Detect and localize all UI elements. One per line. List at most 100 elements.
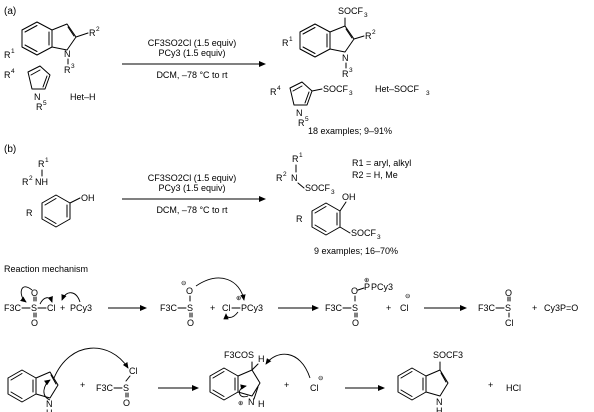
svg-text:R: R [365,31,372,41]
svg-text:3: 3 [426,90,430,97]
svg-text:1: 1 [289,36,293,43]
sulfinamide-product: R 1 R 2 N SOCF 3 [276,152,335,196]
svg-text:R: R [89,28,96,38]
svg-text:SOCF3: SOCF3 [433,350,463,360]
svg-text:SOCF: SOCF [351,228,377,238]
svg-text:1: 1 [45,157,49,164]
r1-definition: R1 = aryl, alkyl [352,158,411,168]
svg-text:2: 2 [29,175,33,182]
svg-text:+: + [60,303,65,313]
svg-text:O: O [505,288,512,298]
svg-text:3: 3 [349,67,353,74]
svg-text:F3C: F3C [96,383,114,393]
het-socf3-label: Het–SOCF [375,84,420,94]
svg-text:SOCF: SOCF [338,6,364,16]
reagent-a-2: PCy3 (1.5 equiv) [158,48,225,58]
svg-text:⊕: ⊕ [238,400,244,407]
phenol-reactant: OH R [26,193,95,228]
svg-text:R: R [26,208,33,218]
svg-text:R: R [36,102,43,112]
svg-text:⊕: ⊕ [364,277,370,284]
r2-definition: R2 = H, Me [352,170,398,180]
examples-b: 9 examples; 16–70% [314,246,398,256]
svg-text:F3C: F3C [325,303,343,313]
svg-text:N: N [34,92,41,102]
svg-text:O: O [187,318,194,328]
svg-text:R: R [4,70,11,80]
svg-text:NH: NH [35,177,48,187]
pyrrole-product: SOCF 3 R 4 N R 5 Het–SOCF 3 [270,81,430,128]
svg-text:H: H [258,399,265,409]
panel-a: (a) R 2 N R 3 R 1 R 4 N R 5 Het–H [4,6,430,136]
svg-text:4: 4 [277,85,281,92]
svg-text:R: R [38,159,45,169]
svg-text:PCy3: PCy3 [371,282,393,292]
mechanism: Reaction mechanism F3C S O O Cl + PCy3 F… [4,264,578,412]
svg-text:S: S [31,303,37,313]
svg-text:R: R [298,118,305,128]
svg-text:Cl: Cl [47,303,56,313]
svg-text:S: S [187,303,193,313]
svg-text:H: H [436,406,443,412]
svg-text:F3COS: F3COS [224,350,254,360]
svg-text:P: P [364,282,370,292]
svg-text:3: 3 [71,63,75,70]
svg-text:+: + [532,303,537,313]
svg-text:O: O [351,286,358,296]
svg-text:OH: OH [81,193,95,203]
svg-text:N: N [342,53,349,63]
svg-text:N: N [46,399,53,409]
svg-text:H: H [258,354,265,364]
svg-text:Cl: Cl [310,383,319,393]
svg-text:SOCF: SOCF [323,84,349,94]
svg-text:2: 2 [96,26,100,33]
svg-text:3: 3 [364,12,368,19]
reagent-a-1: CF3SO2Cl (1.5 equiv) [148,38,237,48]
conditions-a: DCM, –78 °C to rt [156,70,228,80]
mechanism-row-1: F3C S O O Cl + PCy3 F3C S O ⊖ [4,277,578,328]
svg-text:3: 3 [377,234,381,241]
svg-text:3: 3 [349,90,353,97]
svg-text:R: R [292,154,299,164]
svg-text:N: N [64,49,71,59]
svg-text:F3C: F3C [160,303,178,313]
svg-text:N: N [296,108,303,118]
reagent-b-1: CF3SO2Cl (1.5 equiv) [148,173,237,183]
het-h-label: Het–H [70,92,96,102]
svg-text:Cl: Cl [400,303,409,313]
svg-text:Cl: Cl [129,366,138,376]
svg-text:R: R [270,87,277,97]
svg-text:O: O [31,318,38,328]
svg-text:⊖: ⊖ [181,280,187,287]
svg-text:H: H [46,408,53,412]
svg-text:⊕: ⊕ [236,295,242,302]
svg-text:O: O [186,286,193,296]
svg-text:⊖: ⊖ [405,293,411,300]
examples-a: 18 examples; 9–91% [308,126,392,136]
svg-text:Cl: Cl [222,303,231,313]
panel-b-label: (b) [4,144,16,155]
svg-text:+: + [386,303,391,313]
svg-text:OH: OH [342,192,356,202]
panel-b: (b) R 1 R 2 NH OH R CF3SO2Cl (1.5 equiv)… [4,144,411,256]
svg-text:SOCF: SOCF [305,183,331,193]
svg-text:1: 1 [11,48,15,55]
phosphine-oxide-label: Cy3P=O [544,303,578,313]
svg-text:R: R [296,214,303,224]
svg-text:5: 5 [43,100,47,107]
svg-text:F3C: F3C [478,303,496,313]
svg-text:S: S [123,383,129,393]
svg-text:PCy3: PCy3 [70,303,92,313]
svg-text:S: S [352,303,358,313]
svg-text:O: O [31,288,38,298]
svg-text:4: 4 [11,68,15,75]
svg-text:+: + [80,380,85,390]
conditions-b: DCM, –78 °C to rt [156,205,228,215]
svg-text:⊖: ⊖ [318,375,324,382]
svg-text:1: 1 [299,152,303,159]
svg-text:Cl: Cl [505,318,514,328]
svg-text:5: 5 [305,116,309,123]
svg-text:N: N [248,397,255,407]
amine-reactant: R 1 R 2 NH [22,157,49,187]
